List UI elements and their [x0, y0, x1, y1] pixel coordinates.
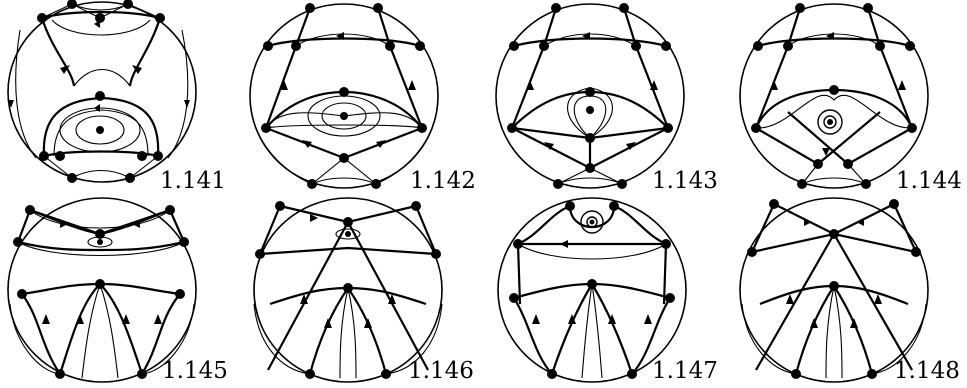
phase-portrait-1-141: 1.141	[0, 0, 240, 194]
panel-label: 1.142	[410, 170, 476, 193]
panel-label: 1.145	[162, 360, 228, 383]
panel-label: 1.147	[652, 360, 718, 383]
portrait-diagram	[490, 0, 730, 194]
portrait-diagram	[730, 0, 967, 194]
portrait-diagram	[0, 0, 240, 194]
phase-portrait-1-147: 1.147	[490, 194, 730, 388]
panel-label: 1.148	[894, 360, 960, 383]
phase-portrait-1-148: 1.148	[730, 194, 967, 388]
phase-portrait-1-146: 1.146	[240, 194, 490, 388]
phase-portrait-1-145: 1.145	[0, 194, 240, 388]
panel-label: 1.143	[652, 170, 718, 193]
phase-portrait-1-142: 1.142	[240, 0, 480, 194]
panel-label: 1.141	[160, 170, 226, 193]
panel-label: 1.146	[408, 360, 474, 383]
phase-portrait-1-144: 1.144	[730, 0, 967, 194]
panel-label: 1.144	[896, 170, 962, 193]
phase-portrait-1-143: 1.143	[490, 0, 730, 194]
portrait-diagram	[240, 0, 480, 194]
